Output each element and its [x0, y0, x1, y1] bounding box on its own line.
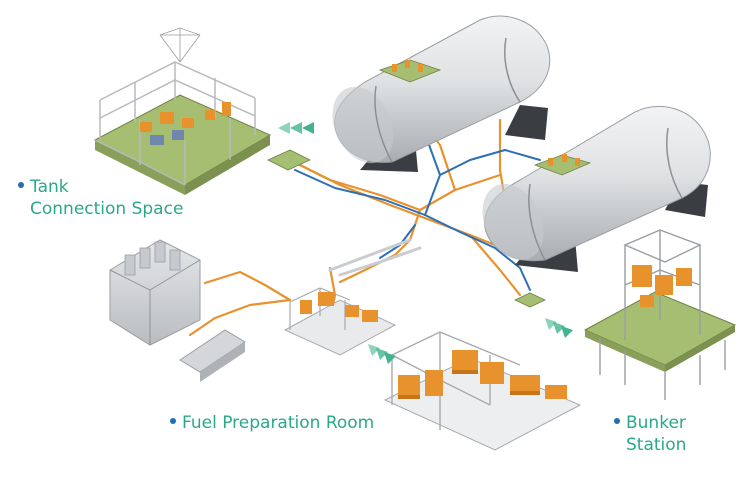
label-tank-connection-space-line1: Tank: [30, 177, 69, 197]
label-fuel-preparation-room: Fuel Preparation Room: [170, 412, 374, 434]
fuel-preparation-room-large: [383, 331, 582, 451]
label-tank-connection-space: Tank Connection Space: [18, 176, 183, 220]
piping-network: [188, 78, 542, 337]
flow-arrow-icon: [278, 122, 314, 134]
bunker-station-module: [514, 229, 737, 400]
label-bunker-station-line2: Station: [626, 435, 687, 455]
flow-arrow-icon: [368, 344, 396, 364]
bullet-dot: [18, 182, 24, 188]
label-bunker-station-line1: Bunker: [626, 413, 686, 433]
flow-arrow-icon: [545, 318, 573, 338]
fuel-preparation-room-small: [283, 287, 397, 356]
bullet-dot: [614, 418, 620, 424]
label-tank-connection-space-line2: Connection Space: [30, 199, 184, 219]
main-engine: [109, 239, 246, 382]
fuel-tank-lower: [482, 105, 711, 272]
label-bunker-station: Bunker Station: [614, 412, 686, 456]
label-fuel-preparation-room-text: Fuel Preparation Room: [182, 413, 375, 433]
fuel-tank-upper: [332, 15, 551, 172]
tank-connection-space-module: [93, 27, 311, 195]
bullet-dot: [170, 418, 176, 424]
